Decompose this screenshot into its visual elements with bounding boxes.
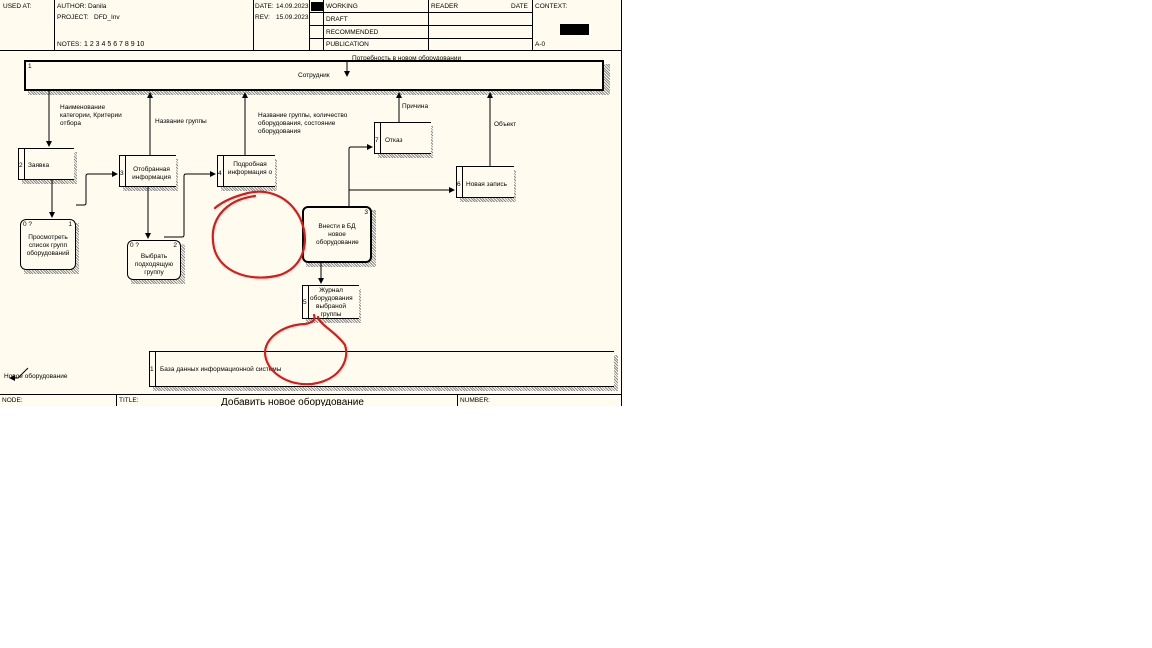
data-store-refusal[interactable]: 7 Отказ [374, 122, 431, 154]
process-cost: 0 ? [23, 221, 33, 228]
project-value: DFD_Inv [94, 14, 120, 21]
flow-arrow [348, 144, 373, 206]
used-at-label: USED AT: [3, 3, 32, 10]
store-label: Отказ [385, 137, 403, 144]
store-divider [24, 149, 25, 179]
process-cost: 0 ? [130, 242, 140, 249]
store-number: 5 [303, 299, 307, 306]
store-label: Журнал оборудования выбраной группы [310, 287, 353, 318]
footer-divider [457, 394, 458, 406]
entity-label: Сотрудник [298, 72, 330, 79]
store-number: 1 [150, 366, 154, 373]
store-number: 7 [375, 137, 379, 144]
store-divider [462, 167, 463, 197]
process-label: Просмотреть список групп оборудований [26, 234, 70, 257]
reader-date-label: DATE [511, 3, 528, 10]
context-label: CONTEXT: [535, 3, 568, 10]
store-divider [308, 286, 309, 318]
store-label: Отобранная информация [132, 166, 171, 181]
store-number: 2 [19, 162, 23, 169]
data-store-detailed-info[interactable]: 4 Подробная информация о [217, 155, 275, 187]
footer-top-line [0, 394, 621, 395]
process-label: Внести в БД новое оборудование [316, 223, 359, 246]
notes-value: 1 2 3 4 5 6 7 8 9 10 [84, 41, 145, 48]
flow-arrow [164, 171, 216, 238]
header-divider [54, 0, 55, 50]
entity-number: 1 [28, 63, 32, 70]
store-divider [125, 156, 126, 186]
flow-arrow [76, 171, 118, 206]
footer-number-label: NUMBER: [460, 397, 490, 404]
diagram-title: Добавить новое оборудование [221, 397, 364, 406]
store-divider [223, 156, 224, 186]
store-label: Подробная информация о [227, 161, 273, 176]
diagram-sheet: USED AT: AUTHOR: Danila PROJECT: DFD_Inv… [0, 0, 622, 406]
header-divider [253, 0, 254, 50]
process-number: 1 [68, 221, 72, 228]
store-label: База данных информационной системы [160, 366, 282, 373]
process-number: 2 [173, 242, 177, 249]
status-recommended: RECOMMENDED [326, 29, 379, 36]
date-label: DATE: [255, 3, 274, 10]
date-value: 14.09.2023 [276, 3, 309, 10]
author-label: AUTHOR: [57, 3, 87, 10]
rev-label: REV: [255, 14, 270, 21]
store-label: Заявка [28, 162, 50, 169]
flow-label-group-details: Название группы, количество оборудования… [258, 112, 348, 135]
store-label: Новая запись [466, 181, 508, 188]
annotation-circle [211, 190, 306, 279]
notes-label: NOTES: [57, 41, 82, 48]
flow-label-need: Потребность в новом оборудовании [352, 55, 462, 60]
flow-label-group-name: Название группы [155, 118, 207, 125]
header-divider [532, 0, 533, 50]
data-store-application[interactable]: 2 Заявка [18, 148, 74, 180]
data-store-journal[interactable]: 5 Журнал оборудования выбраной группы [302, 285, 359, 319]
flow-arrows [9, 60, 493, 386]
status-publication: PUBLICATION [326, 41, 369, 48]
header-row-line [309, 25, 532, 26]
process-enter-db[interactable]: 3 Внести в БД новое оборудование [302, 206, 372, 263]
node-id: A-0 [535, 41, 546, 48]
flow-label-object: Объект [494, 121, 517, 128]
process-label: Выбрать подходящую группу [134, 253, 174, 276]
footer-title-label: TITLE: [119, 397, 139, 404]
status-working: WORKING [326, 3, 358, 10]
flow-arrow [9, 367, 29, 381]
store-number: 6 [457, 181, 461, 188]
context-thumbnail [560, 24, 589, 35]
author-value: Danila [88, 3, 107, 10]
status-marker [311, 2, 323, 11]
store-divider [380, 123, 381, 153]
data-store-database[interactable]: 1 База данных информационной системы [149, 351, 614, 387]
footer-divider [116, 394, 117, 406]
header-bottom-line [0, 50, 621, 51]
header-row-line [309, 38, 532, 39]
flow-label-new-equipment: Новое оборудование [4, 373, 68, 380]
store-divider [155, 352, 156, 386]
process-choose-group[interactable]: 0 ? 2 Выбрать подходящую группу [127, 240, 181, 280]
process-number: 3 [364, 209, 368, 216]
reader-label: READER [431, 3, 459, 10]
store-number: 3 [120, 170, 124, 177]
store-number: 4 [218, 170, 222, 177]
header-row-line [309, 12, 532, 13]
flow-label-reason: Причина [402, 103, 429, 110]
annotation-circle [263, 313, 348, 386]
process-view-list[interactable]: 0 ? 1 Просмотреть список групп оборудова… [20, 219, 76, 270]
rev-value: 15.09.2023 [276, 14, 309, 21]
data-store-new-record[interactable]: 6 Новая запись [456, 166, 514, 198]
external-entity-employee[interactable]: 1 Сотрудник [24, 60, 604, 91]
flow-label-category: Наименование категории, Критерии отбора [60, 104, 122, 127]
data-store-selected-info[interactable]: 3 Отобранная информация [119, 155, 176, 187]
footer-node-label: NODE: [2, 397, 23, 404]
status-draft: DRAFT [326, 16, 348, 23]
project-label: PROJECT: [57, 14, 89, 21]
